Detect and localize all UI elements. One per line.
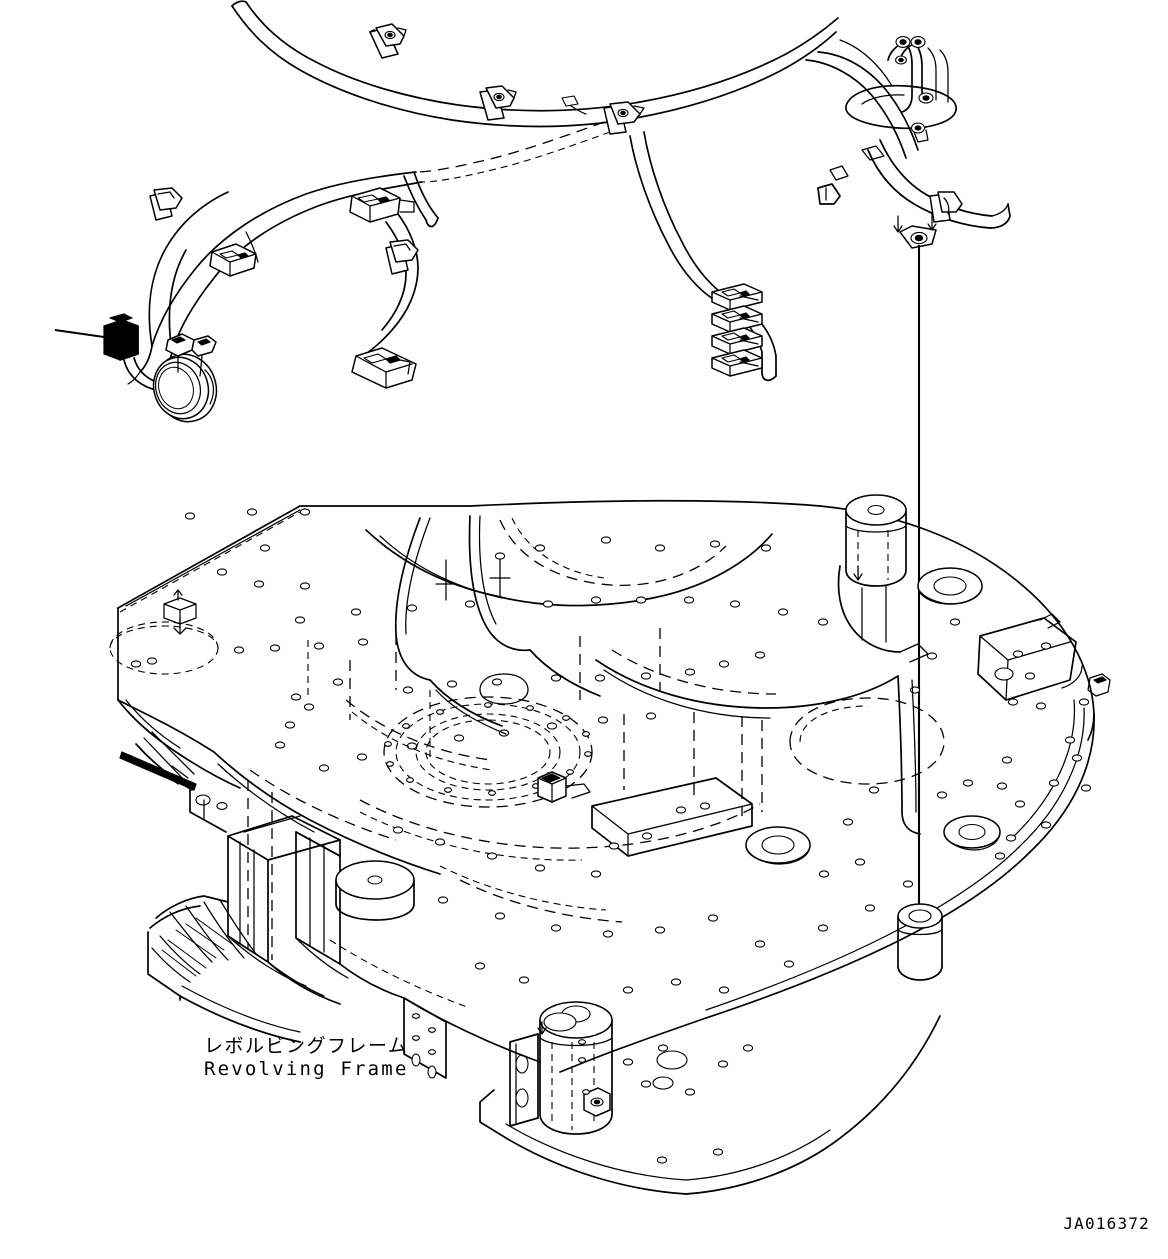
horn-inner-ring	[154, 361, 202, 415]
harness-stub-connector-a	[561, 95, 587, 115]
component-label-jp: レボルビングフレーム	[204, 1035, 409, 1057]
frame-right-post	[837, 494, 929, 663]
harness-comb-branch	[629, 131, 777, 382]
swing-circle	[383, 673, 593, 808]
frame-bottom-edge	[479, 1012, 941, 1195]
component-label-en: Revolving Frame	[204, 1058, 409, 1081]
frame-center-deck	[591, 649, 945, 857]
revolving-frame	[109, 494, 1111, 1195]
frame-ring-boss-right	[917, 567, 983, 605]
wiring-harness-assembly	[103, 0, 1011, 423]
revolving-frame-boss[interactable]	[897, 903, 943, 981]
wiring-harness-clamp-block[interactable]	[103, 313, 139, 361]
frame-casting-ribs	[147, 895, 405, 1043]
horn-connector	[165, 333, 217, 377]
frame-internal-ribs	[247, 640, 763, 960]
frame-boom-pad	[335, 860, 415, 921]
frame-left-deck	[109, 508, 657, 772]
frame-inner-wall	[349, 634, 601, 735]
harness-band-clamp-1	[369, 23, 407, 59]
harness-clamp-leader	[54, 328, 105, 339]
comb-connector-1	[711, 283, 763, 311]
harness-main-trunk	[231, 0, 839, 128]
frame-front-left-plate	[117, 699, 241, 833]
harness-band-clamp-2	[479, 85, 517, 121]
ring-terminal-5	[910, 122, 929, 143]
comb-connector-4	[711, 349, 763, 377]
ring-terminal-3	[895, 55, 907, 65]
harness-right-branch-group	[805, 36, 1011, 249]
frame-right-deck	[745, 567, 1111, 968]
comb-connector-2	[711, 305, 763, 333]
frame-ring-boss-right-3	[943, 815, 1001, 851]
frame-edge-bracket	[1087, 673, 1111, 697]
frame-boom-bracket	[147, 751, 541, 1079]
ring-terminal-1	[895, 36, 911, 48]
frame-deck-outline	[117, 499, 1095, 1073]
terminal-connector-left	[209, 231, 259, 277]
horn-assembly	[103, 313, 218, 423]
ring-terminal-2	[910, 36, 926, 48]
comb-connector-3	[711, 327, 763, 355]
ring-terminal-4	[918, 92, 934, 104]
harness-left-branch	[148, 121, 611, 389]
frame-ring-boss-right-2	[745, 826, 811, 865]
frame-mount-bracket	[893, 213, 937, 249]
drawing-number: JA016372	[1063, 1214, 1150, 1233]
frame-cylinder-lug	[583, 1087, 611, 1117]
frame-top-cutouts	[365, 515, 773, 681]
frame-deck-thickness	[705, 699, 1095, 1011]
harness-band-clamp-6	[385, 239, 419, 275]
frame-hidden-lines	[345, 628, 661, 923]
swing-circle-stop-block	[537, 771, 591, 803]
component-label: レボルビングフレーム Revolving Frame	[204, 1035, 409, 1081]
swing-circle-outer	[383, 696, 593, 808]
harness-band-clamp-3	[603, 101, 645, 135]
horn-diaphragm	[158, 366, 194, 410]
harness-band-clamp-5	[149, 187, 183, 221]
frame-small-bracket	[163, 589, 197, 635]
frame-mount-plate	[977, 613, 1083, 701]
harness-band-clamp-4	[929, 191, 963, 223]
terminal-connector-lower	[351, 347, 417, 389]
swing-circle-bore	[415, 713, 561, 791]
